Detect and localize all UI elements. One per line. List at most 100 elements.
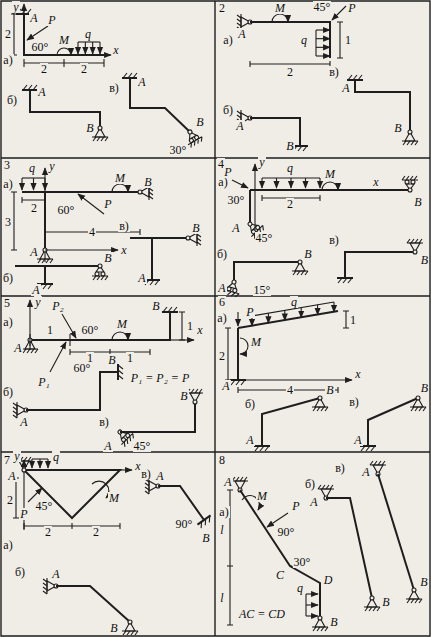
load-arrow [316, 29, 330, 30]
figure-label: 60° [57, 204, 76, 216]
figure-label: AC = CD [238, 608, 286, 620]
figure-label: 30° [227, 194, 246, 206]
load-arrow [268, 313, 269, 323]
load-line [315, 30, 316, 56]
load-arrow [77, 42, 78, 54]
problem-1 [104, 54, 111, 55]
problem-3 [78, 194, 104, 214]
figure-label: B [393, 122, 402, 134]
figure-label: P₂ [51, 300, 65, 312]
problem-2 [272, 14, 288, 22]
figure-label: q [296, 582, 304, 594]
load-arrow [316, 38, 330, 39]
figure-label: M [324, 168, 336, 180]
problem-8 [232, 477, 248, 492]
load-arrow [39, 459, 40, 468]
figure-label: M [274, 2, 286, 14]
problem-1 [24, 59, 104, 67]
problem-5 [50, 342, 66, 372]
figure-label: A [31, 284, 40, 296]
figure-label: P [291, 500, 300, 512]
load-arrow [99, 42, 100, 54]
figure-label: x [196, 324, 203, 336]
figure-label: B [107, 354, 116, 366]
load-arrow [319, 178, 320, 188]
problem-8 [378, 474, 414, 590]
figure-label: M [116, 318, 128, 330]
problem-3 [15, 266, 100, 284]
figure-label: 45° [313, 1, 332, 13]
load-arrow [306, 615, 318, 616]
problem-1 [122, 73, 138, 78]
figure-label: а) [2, 539, 13, 551]
figure-label: б) [6, 94, 18, 106]
figure-label: x [354, 368, 361, 380]
figure-label: 2 [44, 526, 52, 538]
problem-6 [238, 379, 352, 380]
figure-label: 7 [3, 454, 11, 466]
figure-label: B [413, 196, 422, 208]
problem-6 [410, 396, 426, 411]
figure-label: A [29, 246, 38, 258]
problem-3 [45, 249, 118, 250]
problem-6 [254, 446, 270, 451]
load-arrow [276, 178, 277, 188]
figure-label: а) [218, 506, 229, 518]
problem-6 [230, 380, 246, 385]
figure-label: q [300, 34, 308, 46]
figure-label: а) [216, 312, 227, 324]
figure-label: B [303, 248, 312, 260]
figure-label: A [221, 380, 230, 392]
problem-5 [26, 372, 118, 410]
figure-label: B [420, 382, 429, 394]
figure-label: B [191, 222, 200, 234]
problem-8 [370, 461, 386, 476]
load-arrow [31, 459, 32, 468]
figure-label: A [231, 222, 240, 234]
problem-5 [179, 312, 185, 340]
figure-label: q [290, 296, 298, 308]
figure-label: A [19, 416, 28, 428]
figure-label: в) [348, 396, 360, 408]
figure-label: 2 [218, 2, 226, 14]
problem-4 [407, 239, 423, 254]
figure-label: P₁ = P₂ = P [130, 372, 191, 384]
figure-label: а) [2, 316, 13, 328]
figure-label: A [29, 12, 38, 24]
figure-label: A [341, 82, 350, 94]
problem-5 [118, 364, 123, 380]
figure-label: 1 [344, 34, 352, 46]
figure-label: y [13, 450, 20, 462]
problem-4 [234, 262, 300, 282]
problem-2 [337, 22, 343, 58]
figure-label: y [12, 1, 19, 13]
figure-label: B [179, 390, 188, 402]
figure-label: l [219, 524, 224, 536]
load-arrow [306, 593, 318, 594]
problem-7 [197, 515, 213, 528]
problem-6 [238, 311, 338, 380]
figure-label: 2 [40, 63, 48, 75]
problem-8 [312, 616, 328, 631]
problem-2 [347, 75, 363, 80]
load-arrow [21, 178, 22, 190]
problem-6 [225, 311, 426, 451]
load-arrow [47, 459, 48, 468]
figure-label: B [285, 140, 294, 152]
figure-label: 1 [186, 320, 194, 332]
load-line [78, 41, 100, 42]
figure-label: б) [222, 104, 234, 116]
figure-label: M [58, 34, 70, 46]
figure-label: в) [118, 220, 130, 232]
problem-5 [112, 332, 128, 340]
figure-label: A [237, 28, 246, 40]
problem-6 [237, 312, 238, 326]
figure-label: 90° [175, 518, 194, 530]
load-arrow [305, 178, 306, 188]
figure-label: B [85, 122, 94, 134]
problem-7 [122, 620, 138, 635]
figure-label: B [420, 254, 429, 266]
load-arrow [85, 42, 86, 54]
figure-label: B [109, 622, 118, 634]
